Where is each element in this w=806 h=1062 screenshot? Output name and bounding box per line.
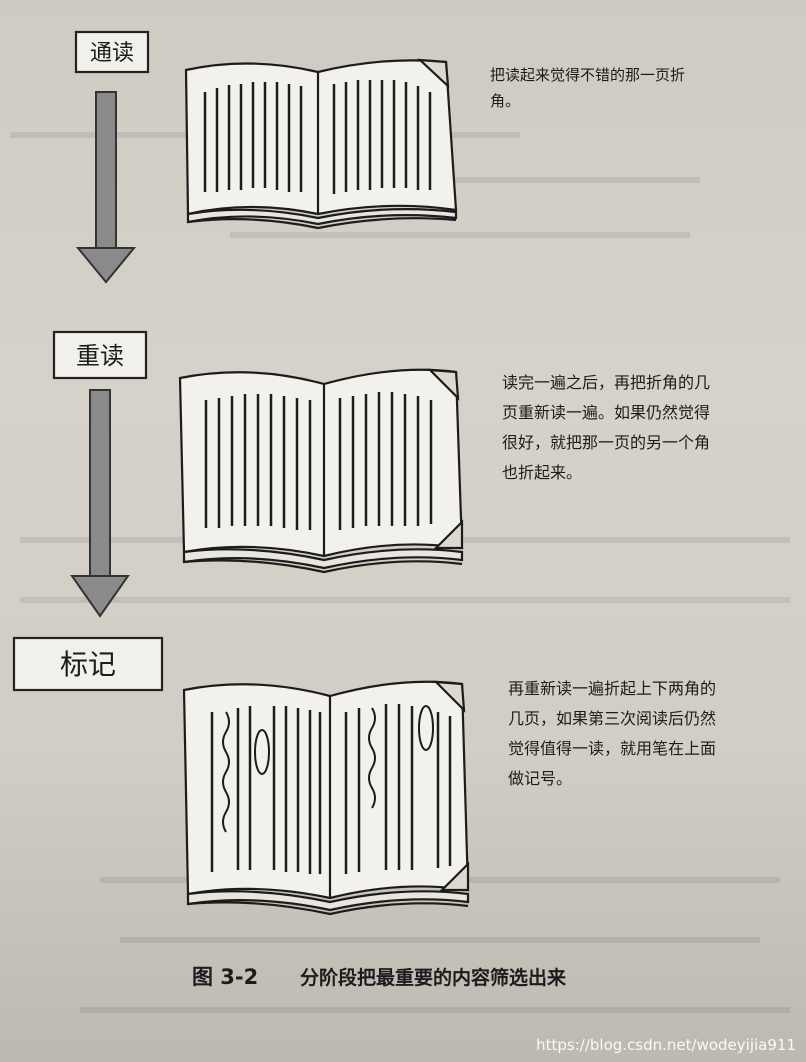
note-reread: 读完一遍之后，再把折角的几 页重新读一遍。如果仍然觉得 很好，就把那一页的另一个… (502, 373, 710, 482)
text-lines-right-2 (338, 392, 433, 530)
arrow-down-2 (70, 389, 130, 618)
book-1 (184, 58, 458, 230)
book-3 (182, 680, 470, 916)
note-mark-line-3: 觉得值得一读，就用笔在上面 (508, 739, 716, 758)
book-2 (178, 368, 464, 574)
note-read: 把读起来觉得不错的那一页折 角。 (490, 66, 685, 110)
text-lines-right-1 (332, 80, 432, 194)
circle-marks (254, 705, 434, 775)
stage-label-mark-text: 标记 (60, 648, 116, 681)
note-reread-line-2: 页重新读一遍。如果仍然觉得 (502, 403, 710, 422)
stage-label-read: 通读 (74, 30, 150, 74)
note-reread-line-4: 也折起来。 (502, 463, 582, 482)
arrow-down-1 (75, 91, 137, 284)
wavy-underline-left (222, 707, 376, 833)
note-mark-line-1: 再重新读一遍折起上下两角的 (508, 679, 716, 698)
text-lines-right-3 (344, 704, 452, 874)
figure-title: 分阶段把最重要的内容筛选出来 (300, 966, 566, 989)
note-reread-line-1: 读完一遍之后，再把折角的几 (502, 373, 710, 392)
watermark: https://blog.csdn.net/wodeyijia911 (536, 1036, 796, 1054)
stage-label-read-text: 通读 (90, 41, 134, 66)
text-lines-left-1 (203, 82, 303, 192)
note-mark-line-4: 做记号。 (508, 769, 572, 788)
stage-label-reread: 重读 (52, 330, 148, 380)
note-mark: 再重新读一遍折起上下两角的 几页，如果第三次阅读后仍然 觉得值得一读，就用笔在上… (508, 679, 716, 788)
figure-number: 图 3-2 (192, 965, 258, 989)
text-lines-left-2 (204, 394, 312, 530)
stage-label-reread-text: 重读 (76, 342, 124, 370)
figure-caption: 图 3-2 分阶段把最重要的内容筛选出来 (192, 965, 566, 989)
note-mark-line-2: 几页，如果第三次阅读后仍然 (508, 709, 716, 728)
note-read-line-1: 把读起来觉得不错的那一页折 (490, 66, 685, 84)
stage-label-mark: 标记 (12, 636, 164, 692)
note-read-line-2: 角。 (490, 92, 520, 110)
text-lines-left-3 (210, 706, 322, 874)
note-reread-line-3: 很好，就把那一页的另一个角 (502, 433, 710, 452)
